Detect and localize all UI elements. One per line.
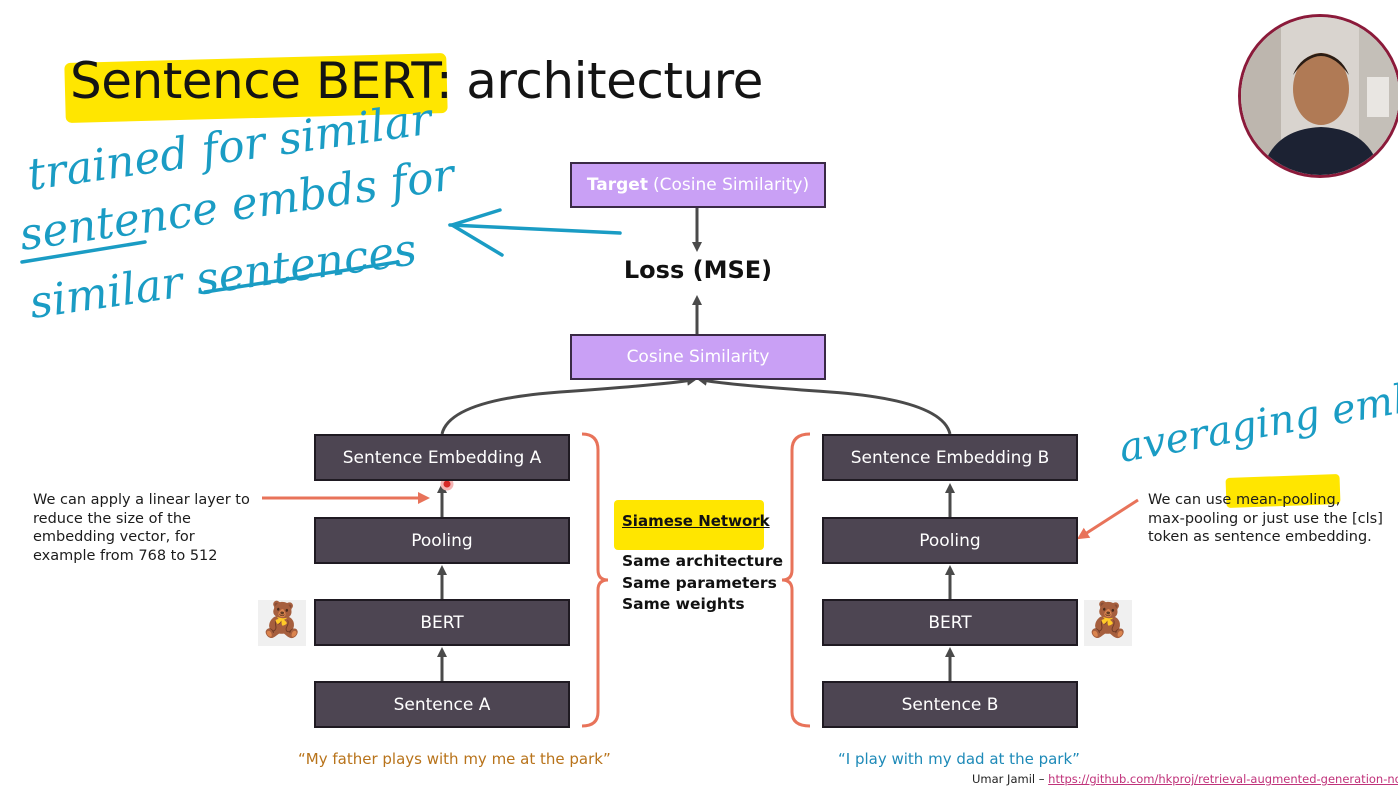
credit-line: Umar Jamil – https://github.com/hkproj/r… xyxy=(972,772,1398,786)
underline-sentence xyxy=(20,240,147,264)
siamese-network-title: Siamese Network xyxy=(622,512,770,530)
pooling-b-box: Pooling xyxy=(822,517,1078,564)
target-rest: (Cosine Similarity) xyxy=(652,175,810,195)
credit-link[interactable]: https://github.com/hkproj/retrieval-augm… xyxy=(1048,772,1398,786)
credit-author: Umar Jamil – xyxy=(972,772,1049,786)
quote-sentence-a: “My father plays with my me at the park” xyxy=(298,750,611,768)
note-left-line: We can apply a linear layer to xyxy=(33,492,250,508)
sentence-embedding-a-box: Sentence Embedding A xyxy=(314,434,570,481)
sentence-a-box: Sentence A xyxy=(314,681,570,728)
same-architecture: Same architecture xyxy=(622,552,784,570)
title-part2: architecture xyxy=(466,52,763,110)
underline-sentences xyxy=(203,260,400,294)
note-right-highlight: mean-pooling, xyxy=(1235,492,1341,508)
note-arrow-right xyxy=(1076,498,1139,540)
note-right-line2: max-pooling or just use the [cls] xyxy=(1148,510,1383,527)
bert-a-box: BERT xyxy=(314,599,570,646)
arrow-embA-to-cosine xyxy=(440,375,697,435)
siamese-highlight xyxy=(614,500,764,550)
pooling-a-box: Pooling xyxy=(314,517,570,564)
bracket-left xyxy=(581,432,609,728)
title-part1: Sentence BERT: xyxy=(70,52,453,110)
same-weights: Same weights xyxy=(622,595,745,613)
sentence-b-box: Sentence B xyxy=(822,681,1078,728)
note-left-line: embedding vector, for xyxy=(33,529,195,545)
bert-character-icon-left: 🧸 xyxy=(258,600,306,646)
note-right-pre: We can use xyxy=(1148,492,1236,508)
note-linear-layer: We can apply a linear layer to reduce th… xyxy=(33,491,258,565)
bracket-right xyxy=(781,432,811,728)
cosine-similarity-box: Cosine Similarity xyxy=(570,334,826,380)
sentence-embedding-b-box: Sentence Embedding B xyxy=(822,434,1078,481)
loss-label: Loss (MSE) xyxy=(623,256,773,284)
note-left-line: example from 768 to 512 xyxy=(33,547,218,564)
bert-b-box: BERT xyxy=(822,599,1078,646)
pointer-arrowhead xyxy=(447,208,504,257)
note-right-line3: token as sentence embedding. xyxy=(1148,529,1372,545)
target-box: Target(Cosine Similarity) xyxy=(570,162,826,208)
quote-sentence-b: “I play with my dad at the park” xyxy=(838,750,1080,768)
pointer-arrow-line xyxy=(448,223,622,235)
note-pooling: We can use mean-pooling, max-pooling or … xyxy=(1148,491,1393,547)
bert-character-icon-right: 🧸 xyxy=(1084,600,1132,646)
target-bold: Target xyxy=(586,175,648,195)
note-left-line: reduce the size of the xyxy=(33,510,191,527)
page-title: Sentence BERT:architecture xyxy=(70,52,763,110)
same-parameters: Same parameters xyxy=(622,574,777,592)
arrow-embB-to-cosine xyxy=(697,375,952,435)
